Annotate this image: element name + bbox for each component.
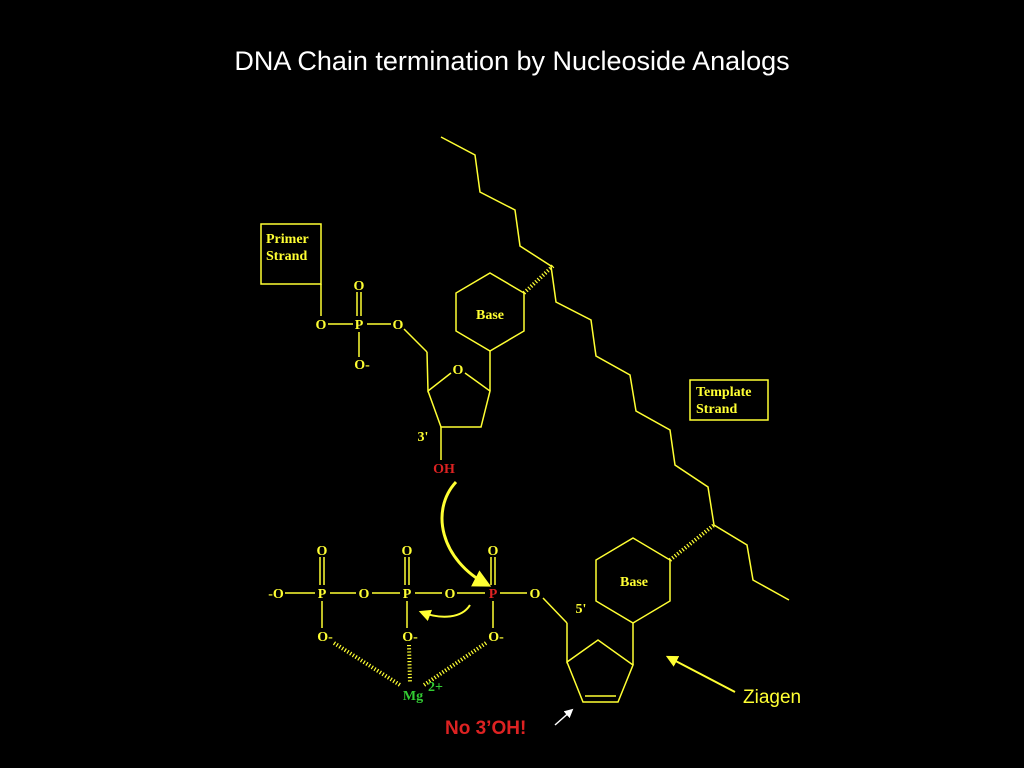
- primer-strand-label-line1: Primer: [266, 232, 309, 247]
- upper-phosphate-o-top: O: [354, 279, 365, 294]
- hydrogen-bond-lower: [668, 523, 716, 562]
- template-strand-label-line1: Template: [696, 385, 751, 400]
- lower-5-prime-label: 5': [576, 602, 587, 617]
- upper-base-label: Base: [476, 308, 504, 323]
- mg-coordination-middle: [407, 644, 412, 684]
- triphosphate-o-minus-left: -O: [268, 587, 284, 602]
- slide-title: DNA Chain termination by Nucleoside Anal…: [234, 46, 790, 76]
- triphosphate-o-top1: O: [317, 544, 328, 559]
- nucleophilic-attack-arrow: [440, 480, 492, 587]
- magnesium-charge: 2+: [428, 680, 443, 695]
- mg-coordination-left: [332, 641, 402, 687]
- triphosphate-p3-alpha: P: [489, 587, 498, 602]
- primer-strand-label-line2: Strand: [266, 249, 307, 264]
- lower-base-label: Base: [620, 575, 648, 590]
- upper-phosphate-o-right: O: [393, 318, 404, 333]
- primer-strand-box: [260, 223, 322, 285]
- upper-ring-oxygen: O: [453, 363, 464, 378]
- no-3oh-arrow: [554, 708, 574, 726]
- upper-3-prime-label: 3': [418, 430, 429, 445]
- triphosphate-o-right: O: [530, 587, 541, 602]
- triphosphate-bridge-o2: O: [445, 587, 456, 602]
- magnesium-ion: Mg: [403, 689, 423, 704]
- ziagen-arrow: [665, 655, 736, 693]
- triphosphate-o-top2: O: [402, 544, 413, 559]
- template-strand-label-line2: Strand: [696, 402, 737, 417]
- upper-phosphate-p: P: [355, 318, 364, 333]
- ziagen-annotation: Ziagen: [743, 687, 801, 708]
- upper-3-hydroxyl: OH: [433, 462, 455, 477]
- lower-sugar-ring: [566, 623, 634, 703]
- triphosphate-o-top3: O: [488, 544, 499, 559]
- template-strand-backbone: [440, 136, 790, 601]
- triphosphate-p1: P: [318, 587, 327, 602]
- no-3oh-annotation: No 3’OH!: [445, 718, 526, 739]
- upper-sugar-ring: [426, 351, 491, 428]
- triphosphate-o-minus1: O-: [317, 630, 333, 645]
- electron-shift-arrow: [418, 604, 471, 622]
- hydrogen-bond-upper: [522, 264, 555, 295]
- template-strand-box: [689, 379, 769, 421]
- triphosphate-bridge-o1: O: [359, 587, 370, 602]
- upper-phosphate-o-minus: O-: [354, 358, 370, 373]
- mg-coordination-right: [422, 641, 488, 687]
- triphosphate-o-minus2: O-: [402, 630, 418, 645]
- triphosphate-p2: P: [403, 587, 412, 602]
- upper-phosphate-o-left: O: [316, 318, 327, 333]
- triphosphate-o-minus3: O-: [488, 630, 504, 645]
